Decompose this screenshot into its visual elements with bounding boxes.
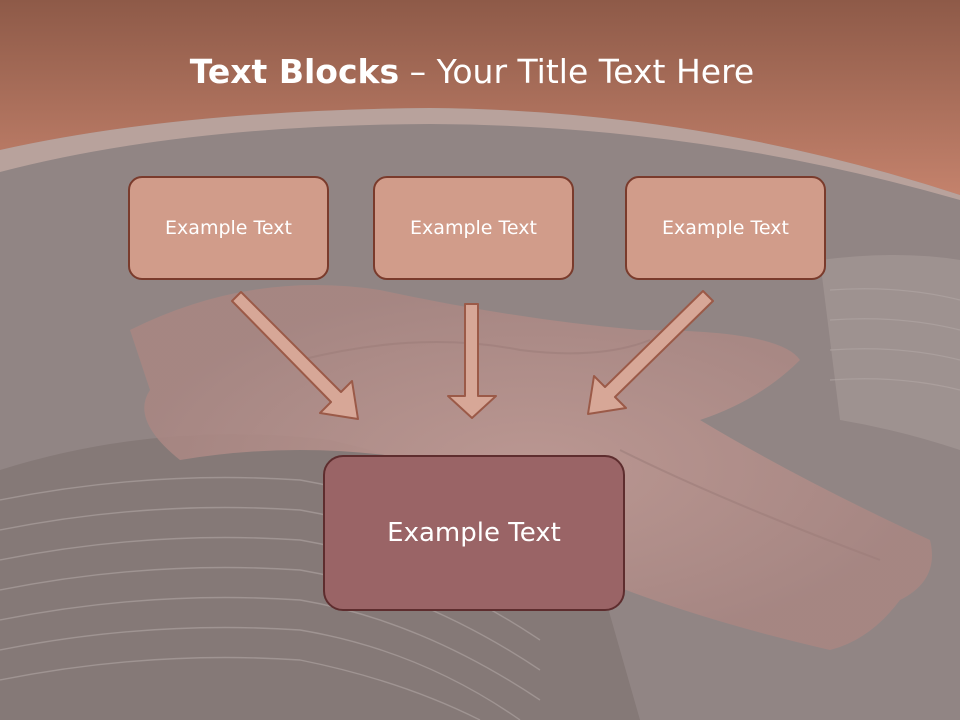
text-block-left: Example Text (128, 176, 329, 280)
arrow-center (447, 303, 497, 419)
text-block-center-label: Example Text (410, 217, 537, 239)
text-block-right-label: Example Text (662, 217, 789, 239)
slide-title: Text Blocks – Your Title Text Here (0, 52, 944, 91)
arrow-left (231, 291, 359, 420)
text-block-left-label: Example Text (165, 217, 292, 239)
arrow-right (587, 290, 714, 415)
result-block: Example Text (323, 455, 625, 611)
title-bold: Text Blocks (189, 52, 400, 91)
text-block-center: Example Text (373, 176, 574, 280)
text-block-right: Example Text (625, 176, 826, 280)
result-block-label: Example Text (387, 518, 561, 548)
title-rest: – Your Title Text Here (399, 52, 755, 91)
